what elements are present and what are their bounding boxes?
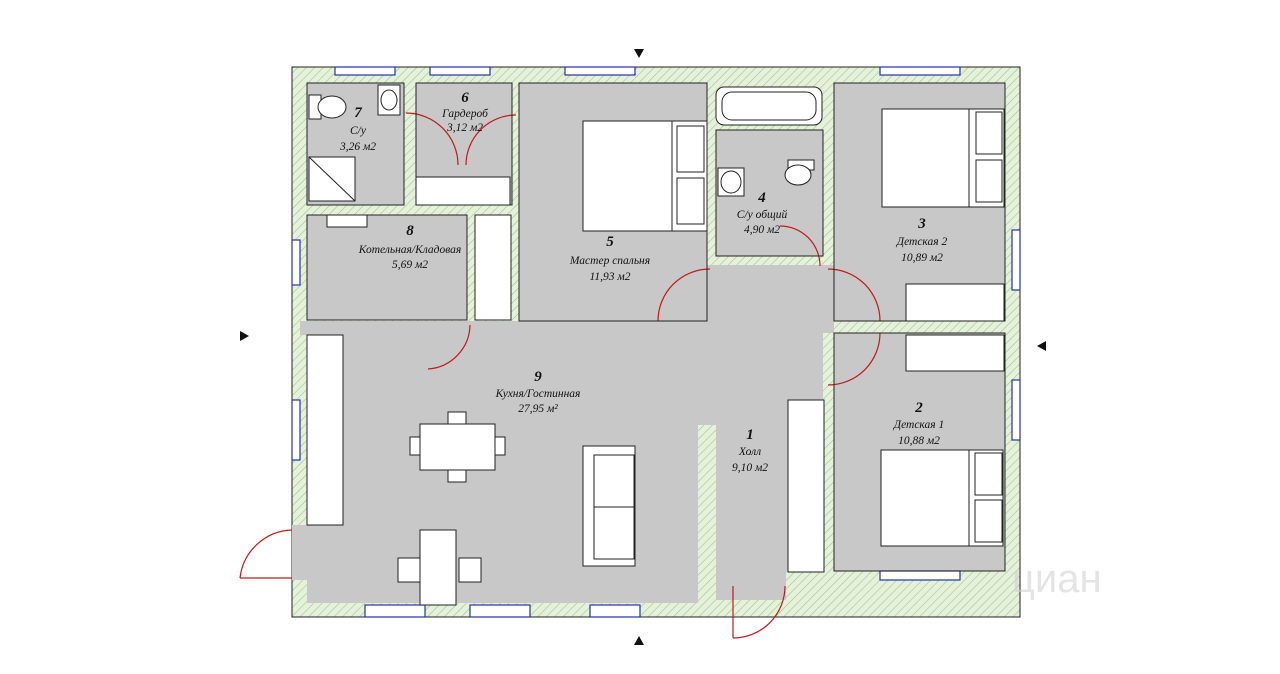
room-6-area: 3,12 м2 <box>446 122 483 134</box>
room-9-num: 9 <box>534 369 542 385</box>
watermark: циан <box>1012 557 1102 601</box>
floor-living-room <box>307 333 698 603</box>
room-6-name: Гардероб <box>441 108 489 120</box>
room-8-num: 8 <box>406 223 414 239</box>
room-6-num: 6 <box>461 90 469 106</box>
room-8-name: Котельная/Кладовая <box>358 244 461 256</box>
floor-corridor-2 <box>300 321 720 335</box>
room-5-name: Мастер спальня <box>569 255 650 267</box>
room-5-num: 5 <box>606 234 614 250</box>
room-1-num: 1 <box>746 427 754 443</box>
room-3-area: 10,89 м2 <box>901 252 943 264</box>
windows <box>291 66 1021 618</box>
hall-wardrobe <box>787 399 825 573</box>
wardrobe-shelf <box>415 176 511 206</box>
room-2-name: Детская 1 <box>893 419 945 431</box>
bath-tub <box>715 86 823 126</box>
room-8-area: 5,69 м2 <box>392 259 428 271</box>
room-2-area: 10,88 м2 <box>898 435 940 447</box>
desk <box>419 529 457 606</box>
kitchen-counter <box>306 334 344 526</box>
room-9-area: 27,95 м² <box>518 403 558 415</box>
room-9-name: Кухня/Гостинная <box>495 388 581 400</box>
furniture <box>306 84 1005 606</box>
room-7-name: С/у <box>350 125 367 137</box>
room-4-area: 4,90 м2 <box>744 224 780 236</box>
room-4-name: С/у общий <box>737 208 788 221</box>
room-labels: 7 С/у 3,26 м2 6 Гардероб 3,12 м2 8 Котел… <box>339 90 948 474</box>
arrow-down-icon <box>634 49 644 58</box>
room-5-area: 11,93 м2 <box>590 271 631 283</box>
room-3-num: 3 <box>917 216 926 232</box>
dining-table <box>419 423 496 471</box>
boiler <box>326 214 368 228</box>
storage-shelf <box>474 214 512 321</box>
room-2-num: 2 <box>914 400 923 416</box>
room-3-name: Детская 2 <box>896 236 948 248</box>
floor-entry-threshold <box>292 525 308 580</box>
floor-boiler-room <box>307 215 467 320</box>
arrow-up-icon <box>634 636 644 645</box>
room-7-num: 7 <box>354 105 362 121</box>
floor-corridor <box>707 265 834 333</box>
room-1-name: Холл <box>738 446 761 458</box>
floor-living-ext <box>698 333 716 425</box>
arrow-left-icon <box>1037 341 1046 351</box>
floor-entry <box>716 570 786 600</box>
room-7-area: 3,26 м2 <box>339 141 376 153</box>
arrow-right-icon <box>240 331 249 341</box>
room-1-area: 9,10 м2 <box>732 462 768 474</box>
room-4-num: 4 <box>757 190 766 206</box>
